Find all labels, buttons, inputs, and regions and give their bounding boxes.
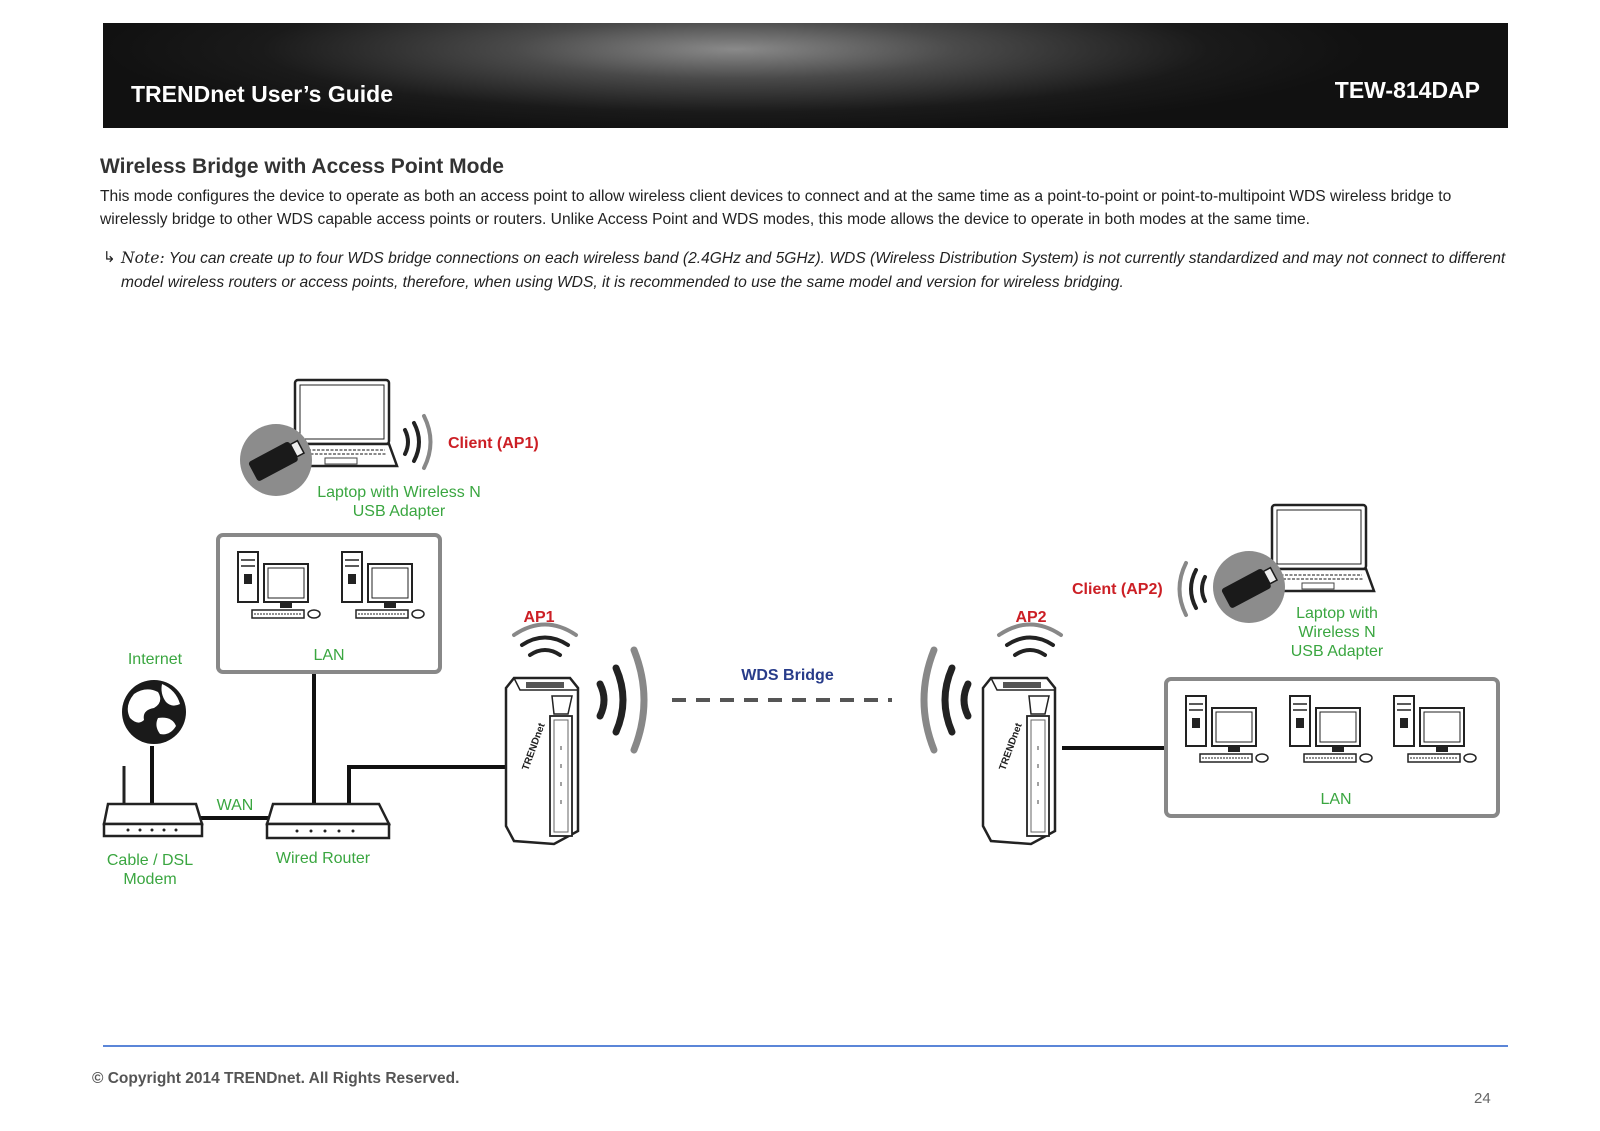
label-internet: Internet xyxy=(127,651,183,668)
header-banner: TRENDnet User’s Guide TEW-814DAP xyxy=(103,23,1508,128)
wifi-icon-ap1 xyxy=(512,622,578,657)
copyright-notice: © Copyright 2014 TRENDnet. All Rights Re… xyxy=(92,1070,460,1087)
note-label: Note: xyxy=(121,249,165,267)
label-laptop-ap2-line1: Laptop with xyxy=(1296,605,1378,622)
intro-paragraph: This mode configures the device to opera… xyxy=(100,188,1452,228)
label-laptop-ap2-line3: USB Adapter xyxy=(1290,643,1384,660)
page-number: 24 xyxy=(1474,1090,1491,1107)
guide-title: TRENDnet User’s Guide xyxy=(131,81,393,107)
label-laptop-ap1-line1: Laptop with Wireless N xyxy=(317,484,481,501)
label-modem-line1: Cable / DSL xyxy=(106,852,194,869)
label-wired-router: Wired Router xyxy=(275,850,371,867)
wifi-icon-ap2 xyxy=(997,622,1063,657)
label-modem-line2: Modem xyxy=(123,871,177,888)
model-name: TEW-814DAP xyxy=(1334,77,1480,103)
label-laptop-ap1: Laptop with Wireless N USB Adapter xyxy=(300,483,498,521)
section-title: Wireless Bridge with Access Point Mode xyxy=(100,155,504,178)
label-ap1: AP1 xyxy=(523,609,555,626)
globe-icon xyxy=(122,680,186,744)
access-point-ap1 xyxy=(504,676,580,846)
wifi-waves-client-ap2 xyxy=(1177,561,1207,617)
access-point-ap2 xyxy=(981,676,1057,846)
label-laptop-ap1-line2: USB Adapter xyxy=(352,503,446,520)
wds-waves-ap1 xyxy=(596,646,648,754)
modem-icon xyxy=(102,766,204,838)
label-wds-bridge: WDS Bridge xyxy=(741,667,834,684)
label-ap2: AP2 xyxy=(1015,609,1047,626)
note-arrow-icon: ↳ xyxy=(103,249,116,266)
label-laptop-ap2-line2: Wireless N xyxy=(1298,624,1376,641)
wired-router-icon xyxy=(265,802,392,840)
note-text: You can create up to four WDS bridge con… xyxy=(121,250,1506,291)
label-lan-left: LAN xyxy=(313,647,345,664)
label-wan: WAN xyxy=(216,797,254,814)
footer-divider xyxy=(103,1045,1508,1047)
label-client-ap1: Client (AP1) xyxy=(448,435,539,452)
label-lan-right: LAN xyxy=(1320,791,1352,808)
label-client-ap2: Client (AP2) xyxy=(1072,581,1163,598)
usb-adapter-ap2 xyxy=(1212,550,1286,624)
wds-waves-ap2 xyxy=(920,646,972,754)
label-modem: Cable / DSL Modem xyxy=(100,851,200,889)
network-cables xyxy=(150,672,1166,820)
note-paragraph: Note: You can create up to four WDS brid… xyxy=(121,246,1511,295)
wifi-waves-client-ap1 xyxy=(403,414,433,470)
label-laptop-ap2: Laptop with Wireless N USB Adapter xyxy=(1284,604,1390,661)
